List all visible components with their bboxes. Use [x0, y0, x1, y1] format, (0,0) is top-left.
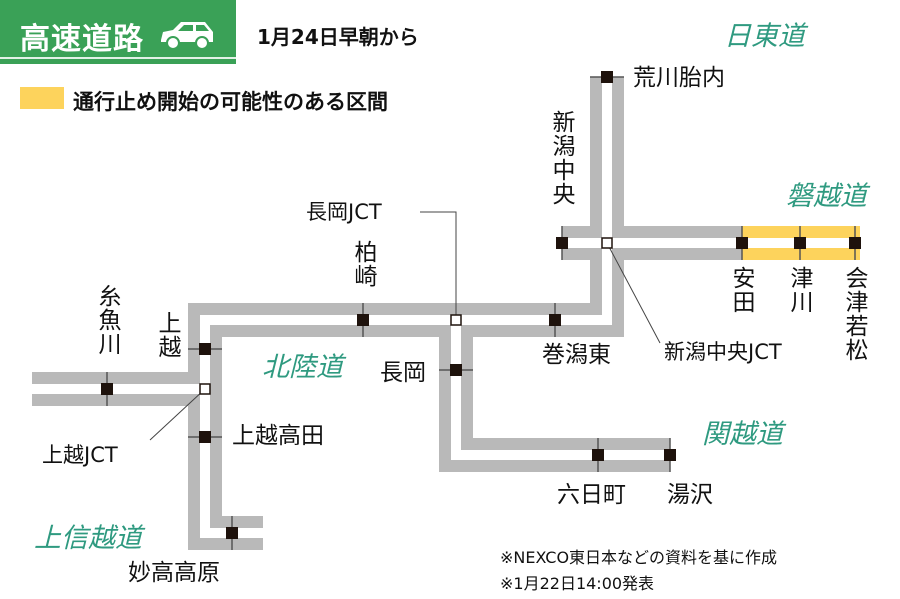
jct-marker-nagaoka: [450, 314, 462, 326]
ic-label-araikawa-tainai: 荒川胎内: [633, 65, 725, 91]
ic-marker-tsugawa: [794, 237, 806, 249]
legend-label: 通行止め開始の可能性のある区間: [73, 90, 388, 114]
page-title: 高速道路: [20, 22, 144, 57]
ic-marker-yuzawa: [664, 449, 676, 461]
road-name-hokuriku: 北陸道: [262, 352, 343, 383]
ic-label-yuzawa: 湯沢: [667, 482, 713, 508]
ic-label-nagaoka: 長岡: [380, 360, 426, 386]
ic-marker-joetsu-takada: [199, 431, 211, 443]
road-name-kanetsu: 関越道: [702, 419, 783, 450]
date-text: 1月24日早朝から: [257, 25, 419, 49]
jct-label-nagaoka: 長岡JCT: [306, 200, 382, 224]
ic-label-joetsu-takada: 上越高田: [232, 423, 324, 449]
road-name-nitto: 日東道: [724, 21, 805, 52]
ic-label-niigata-chuo: 新潟中央: [548, 110, 574, 206]
legend-swatch: [20, 87, 64, 109]
road-name-joshinetsu: 上信越道: [34, 523, 142, 554]
ic-marker-yasuda: [736, 237, 748, 249]
header-rule: [0, 57, 236, 59]
ic-label-joetsu: 上越: [154, 311, 180, 359]
announcement-note: ※1月22日14:00発表: [500, 574, 655, 593]
ic-label-kashiwazaki: 柏崎: [350, 240, 376, 288]
ic-label-makigata-higashi: 巻潟東: [542, 342, 611, 368]
leader-niigata-chuo-jct: [606, 242, 661, 344]
ic-label-muikamachi: 六日町: [557, 482, 626, 508]
leader-nagaoka-jct: [420, 211, 457, 320]
ic-label-yasuda: 安田: [728, 266, 754, 314]
jct-marker-niigata-chuo: [601, 237, 613, 249]
ic-marker-makigata-higashi: [549, 314, 561, 326]
leader-joetsu-jct: [149, 388, 206, 441]
ic-marker-itoigawa: [101, 383, 113, 395]
ic-marker-aizuwakamatsu: [849, 237, 861, 249]
source-note: ※NEXCO東日本などの資料を基に作成: [500, 548, 778, 567]
road-name-banetsu: 磐越道: [786, 181, 867, 212]
ic-marker-muikamachi: [592, 449, 604, 461]
jct-marker-joetsu: [199, 383, 211, 395]
car-icon: [161, 22, 213, 50]
ic-label-myoko-kogen: 妙高高原: [128, 560, 220, 586]
ic-label-itoigawa: 糸魚川: [94, 284, 120, 356]
ic-label-aizuwakamatsu: 会津若松: [841, 266, 867, 362]
ic-marker-nagaoka: [450, 364, 462, 376]
jct-label-niigata-chuo: 新潟中央JCT: [664, 340, 782, 364]
ic-label-tsugawa: 津川: [786, 266, 812, 314]
ic-marker-myoko-kogen: [226, 527, 238, 539]
road-kanetsu: [439, 320, 670, 472]
road-joshinetsu: [188, 389, 263, 550]
ic-marker-niigata-chuo: [556, 237, 568, 249]
jct-label-joetsu: 上越JCT: [42, 443, 118, 467]
ic-marker-kashiwazaki: [357, 314, 369, 326]
ic-marker-joetsu: [199, 343, 211, 355]
header-banner: 高速道路: [0, 0, 236, 64]
ic-marker-araikawa: [601, 71, 613, 83]
